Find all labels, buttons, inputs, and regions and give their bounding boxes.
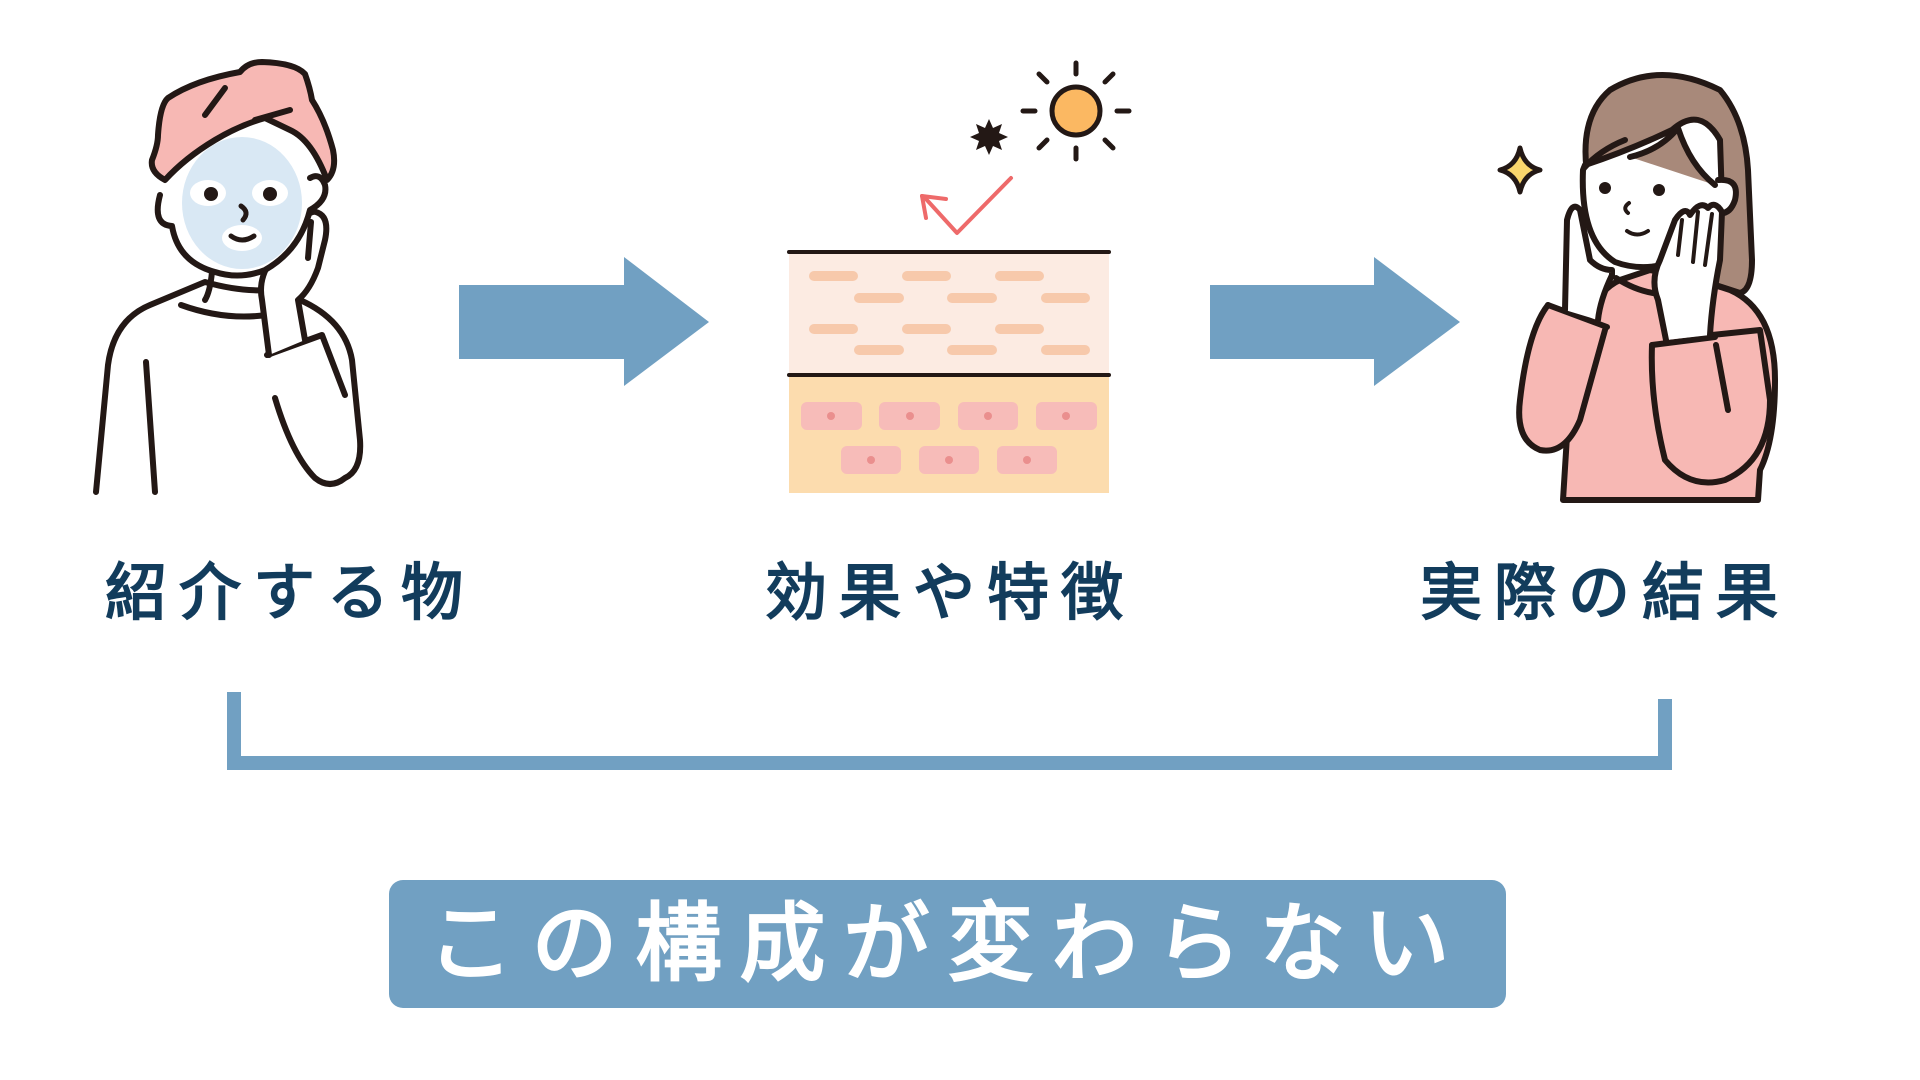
left-cuff <box>1545 302 1610 330</box>
epidermis-cell <box>902 324 951 334</box>
epidermis-cell <box>995 271 1044 281</box>
epidermis-cell <box>1041 293 1090 303</box>
epidermis-layer <box>789 252 1109 375</box>
finger-line <box>1676 210 1714 267</box>
cell-nucleus <box>984 412 992 420</box>
eye-right <box>263 187 277 201</box>
sleeve-cuff <box>264 332 348 398</box>
summary-text: この構成が変わらない <box>427 894 1468 994</box>
cell-nucleus <box>867 456 875 464</box>
nose <box>1623 201 1631 215</box>
epidermis-cell <box>995 324 1044 334</box>
epidermis-cell <box>1041 345 1090 355</box>
bangs <box>1581 125 1718 188</box>
arrow-right-icon <box>459 257 709 386</box>
epidermis-cells <box>809 271 1090 355</box>
eye-left <box>204 187 218 201</box>
right-sleeve <box>1648 327 1773 486</box>
sun-icon <box>1020 60 1132 162</box>
inner-body-line <box>143 359 158 495</box>
epidermis-cell <box>809 324 858 334</box>
eye-left <box>1599 182 1611 194</box>
epidermis-cell <box>947 345 997 355</box>
happy-woman-illustration <box>1497 72 1778 503</box>
cell-nucleus <box>945 456 953 464</box>
cell-nucleus <box>1023 456 1031 464</box>
person-with-face-mask-illustration <box>93 59 364 495</box>
cell-nucleus <box>906 412 914 420</box>
cell-nucleus <box>827 412 835 420</box>
nose <box>238 203 249 223</box>
right-hand <box>1651 201 1725 343</box>
left-sleeve <box>1516 302 1608 454</box>
dermis-cells <box>801 402 1097 474</box>
step-label-product: 紹介する物 <box>104 556 475 629</box>
right-sleeve-crease <box>1713 342 1731 413</box>
finger-line <box>305 219 314 261</box>
grouping-bracket <box>227 692 1672 770</box>
dermis-layer <box>789 375 1109 493</box>
deflect-check-icon <box>920 176 1013 235</box>
mouth <box>1625 229 1650 237</box>
step-label-actual-results: 実際の結果 <box>1419 556 1790 629</box>
epidermis-cell <box>854 345 904 355</box>
step-label-effects-features: 効果や特徴 <box>764 556 1135 629</box>
epidermis-cell <box>902 271 951 281</box>
face-mask <box>182 137 302 269</box>
towel-fold <box>202 85 228 118</box>
epidermis-cell <box>854 293 904 303</box>
epidermis-cell <box>947 293 997 303</box>
left-hand <box>1562 203 1615 323</box>
eye-right <box>1653 184 1665 196</box>
towel-fold-2 <box>252 107 293 123</box>
mouth <box>228 233 257 243</box>
neck-left <box>202 269 215 303</box>
sparkle-icon <box>1497 145 1543 195</box>
starburst-icon <box>970 119 1008 155</box>
skin-layers-illustration <box>787 60 1132 493</box>
summary-banner: この構成が変わらない <box>389 880 1506 1008</box>
right-cuff <box>1649 334 1718 348</box>
arrow-right-icon <box>1210 257 1460 386</box>
epidermis-cell <box>809 271 858 281</box>
cell-nucleus <box>1062 412 1070 420</box>
